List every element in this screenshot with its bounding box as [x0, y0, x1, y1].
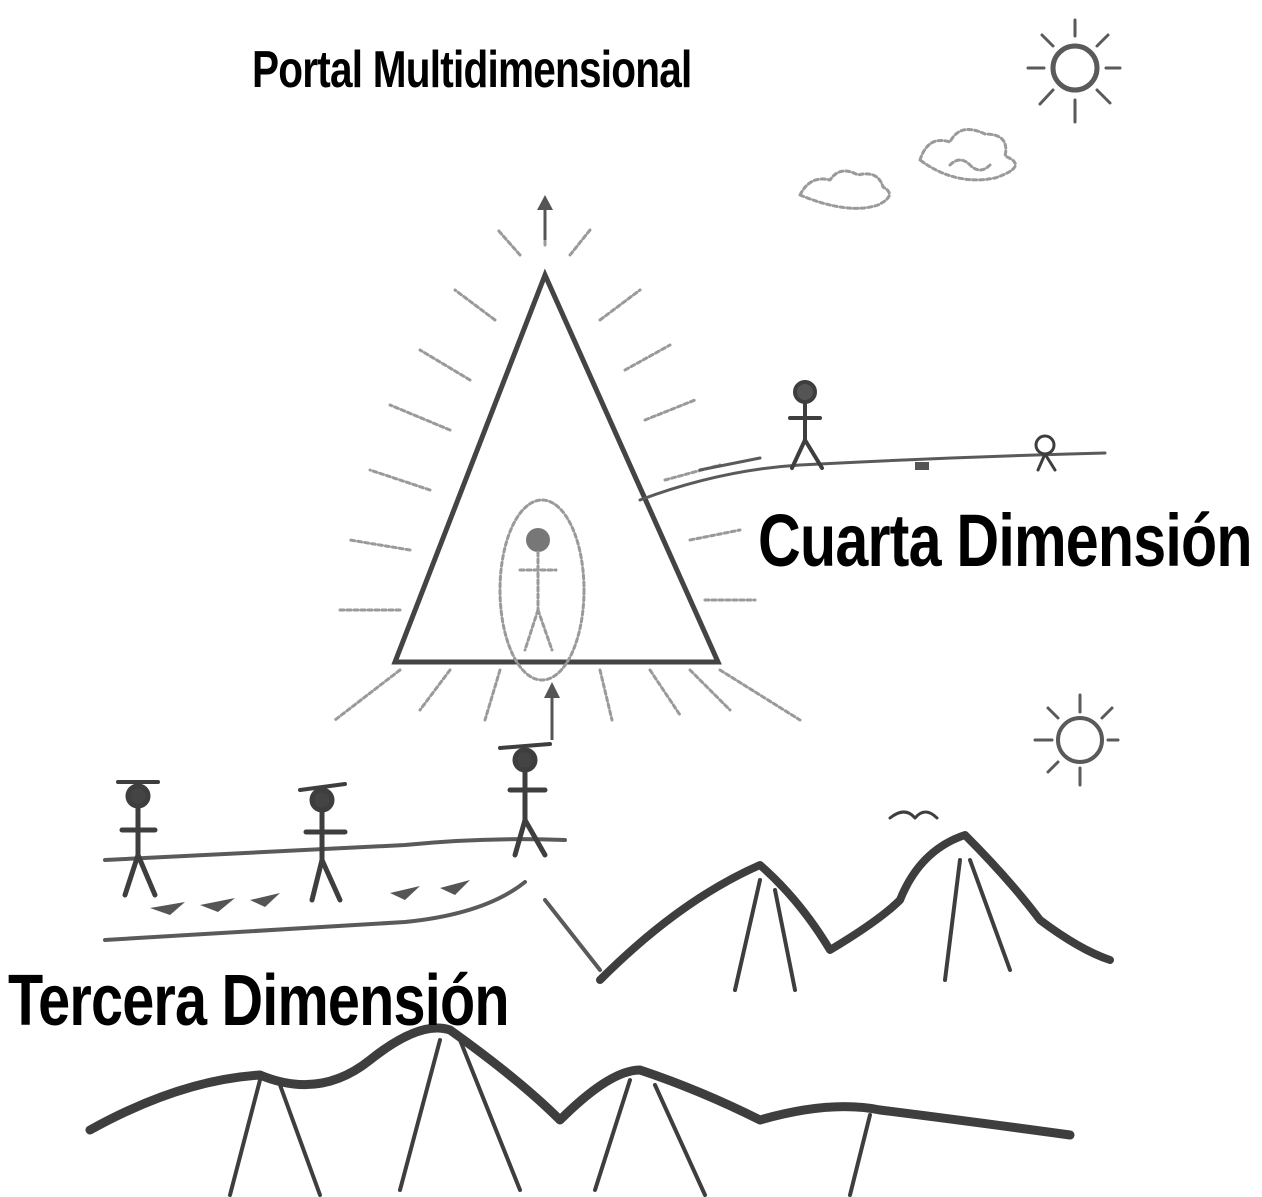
- fourth-dimension-stone: [915, 462, 929, 470]
- third-dimension-figure-1: [118, 782, 158, 895]
- fourth-dimension-ground: [640, 453, 1105, 500]
- clouds: [800, 130, 1015, 209]
- fourth-dimension-figure-left: [790, 382, 822, 468]
- sun-top: [1028, 20, 1120, 122]
- path-arrows: [150, 880, 470, 915]
- third-dimension-figure-2: [300, 784, 345, 900]
- bird: [890, 812, 937, 818]
- mountains-bottom: [90, 1028, 1070, 1195]
- figure-in-portal: [500, 500, 584, 680]
- mountains-right: [600, 835, 1110, 990]
- sun-middle: [1035, 695, 1118, 785]
- third-dimension-label: Tercera Dimensión: [8, 960, 509, 1042]
- fourth-dimension-label: Cuarta Dimensión: [758, 498, 1252, 583]
- ascent-arrow: [544, 682, 560, 740]
- title-label: Portal Multidimensional: [252, 40, 692, 100]
